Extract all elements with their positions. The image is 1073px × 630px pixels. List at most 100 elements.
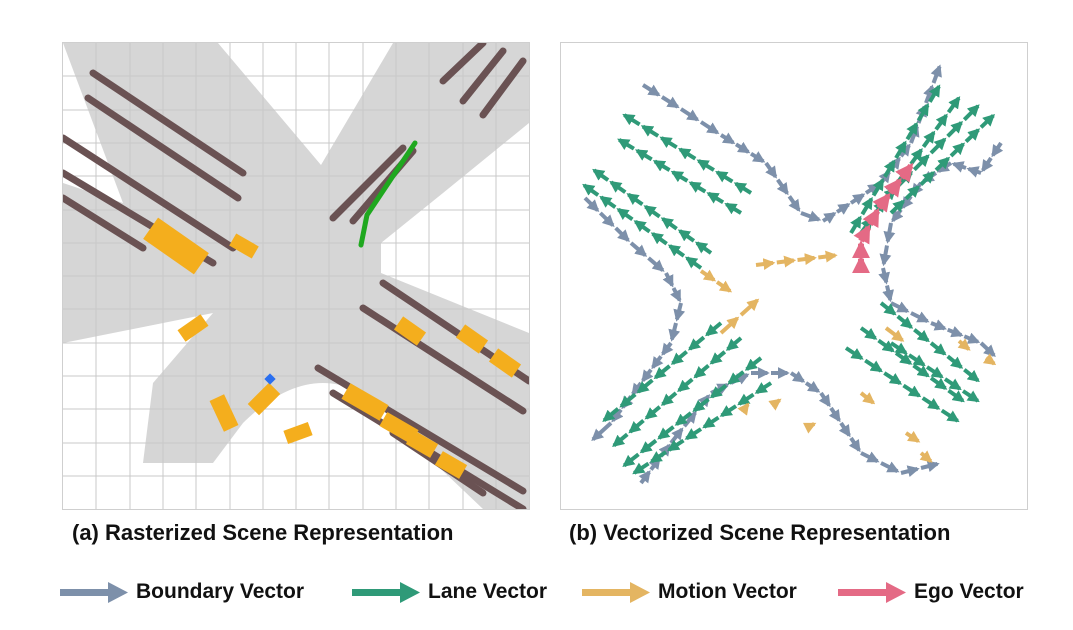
lane-vector-arrow [907,353,926,367]
boundary-vector-arrow [828,406,841,423]
boundary-vector-arrow [668,322,681,342]
boundary-vector-arrow [670,287,682,303]
lane-vector-arrow [934,156,951,172]
lane-vector-arrow [677,377,694,393]
motion-vector-arrow [802,422,817,434]
boundary-vector-arrow [638,470,651,485]
lane-vector-arrow [883,371,903,385]
lane-vector-arrow [622,113,641,127]
lane-vector-arrow [912,363,930,378]
lane-vector-arrow [963,368,980,383]
lane-vector-arrow [921,130,936,148]
boundary-vector-arrow [679,107,700,122]
boundary-vector-arrow [647,256,665,272]
ego-vector-arrow [862,207,881,228]
motion-vectors [699,250,997,463]
boundary-vector-arrow [818,391,831,408]
lane-vector-arrow [582,183,600,197]
lane-vector-arrow [864,358,883,373]
lane-vector-arrow [943,377,962,391]
lane-vector-arrow [877,338,895,353]
boundary-vector-arrow [838,421,851,438]
boundary-vector-arrow [662,272,674,288]
lane-vector-arrow [961,389,980,403]
lane-vector-arrow [644,405,662,420]
lane-vector-arrow [964,128,981,144]
lane-vector-arrow [744,356,763,371]
ego-vector-arrow [883,177,902,198]
lane-vector-arrow [909,147,923,166]
lane-vector-arrow [667,244,686,258]
legend-boundary-label: Boundary Vector [136,580,305,603]
boundary-vector-arrow [849,193,866,206]
lane-vector-arrow [635,148,653,162]
rasterized-scene-canvas [63,43,529,509]
lane-vector-arrow [702,415,720,429]
motion-vector-arrow [797,253,817,266]
lane-vector-arrow [706,191,725,205]
lane-vector-arrow [684,256,703,270]
boundary-vector-arrow [629,241,648,257]
boundary-vector-arrow [946,325,964,338]
lane-vector-arrow [599,195,617,209]
lane-vector-arrow [921,396,941,410]
boundary-vector-arrow [789,370,806,383]
lane-vector-arrow [919,171,936,186]
lane-vector-arrow [677,229,696,243]
lane-vector-arrow [896,314,914,329]
lane-vector-arrow [636,378,654,394]
lane-vector-arrow [657,425,675,440]
lane-vector-arrow [916,103,930,122]
lane-vector-arrow [946,354,964,369]
lane-vector-arrow [925,365,944,379]
lane-vector-arrow [902,383,922,398]
lane-vector-arrow [709,383,728,399]
lane-vector-arrow [715,170,734,184]
boundary-vector-arrow [776,178,789,196]
boundary-arrow-icon [60,582,128,603]
lane-vector-arrow [940,408,960,423]
lane-vector-arrow [617,138,635,151]
lane-vector-arrow [979,113,996,129]
lane-vector-arrow [947,388,965,403]
lane-vector-arrow [640,124,660,138]
lane-vector-arrow [727,370,745,385]
ego-marker [264,373,276,385]
boundary-vector-arrow [981,156,994,173]
vectorized-scene-canvas [582,64,1004,485]
lane-vector-arrow [693,363,710,379]
motion-vector-arrow [919,450,933,463]
boundary-vector-arrow [764,161,778,179]
boundary-vector-arrow [910,311,930,323]
lane-vector-arrow [889,341,908,355]
lane-vector-arrow [696,159,715,172]
boundary-vector-arrow [804,380,821,393]
rasterized-scene-panel [62,42,530,510]
motion-vector-arrow [859,391,876,405]
motion-vector-arrow [715,280,733,293]
lane-vector-arrow [913,328,930,343]
lane-arrow-icon [352,582,420,603]
lane-vector-arrow [650,232,668,246]
lane-vector-arrow [639,438,658,454]
raster-vehicles [143,217,522,479]
lane-vector-arrow [849,215,862,235]
boundary-vector-arrow [951,161,967,173]
boundary-vector-arrow [900,465,920,478]
lane-vector-arrow [628,418,645,434]
boundary-vector-arrow [860,451,880,463]
lane-vector-arrow [626,192,644,207]
lane-vector-arrow [894,140,907,160]
boundary-vector-arrow [920,460,940,473]
boundary-vector-arrow [699,120,720,135]
lane-vector-arrow [883,159,896,178]
boundary-vector-arrow [651,355,664,370]
lane-vector-arrow [962,104,980,122]
boundary-vector-arrow [963,332,981,344]
lane-vector-arrow [889,199,906,215]
lane-vector-arrow [652,159,671,172]
motion-vector-arrow [739,298,760,317]
lane-vector-arrow [670,170,689,183]
lane-vector-arrow [612,432,629,448]
boundary-vector-arrow [734,141,751,154]
